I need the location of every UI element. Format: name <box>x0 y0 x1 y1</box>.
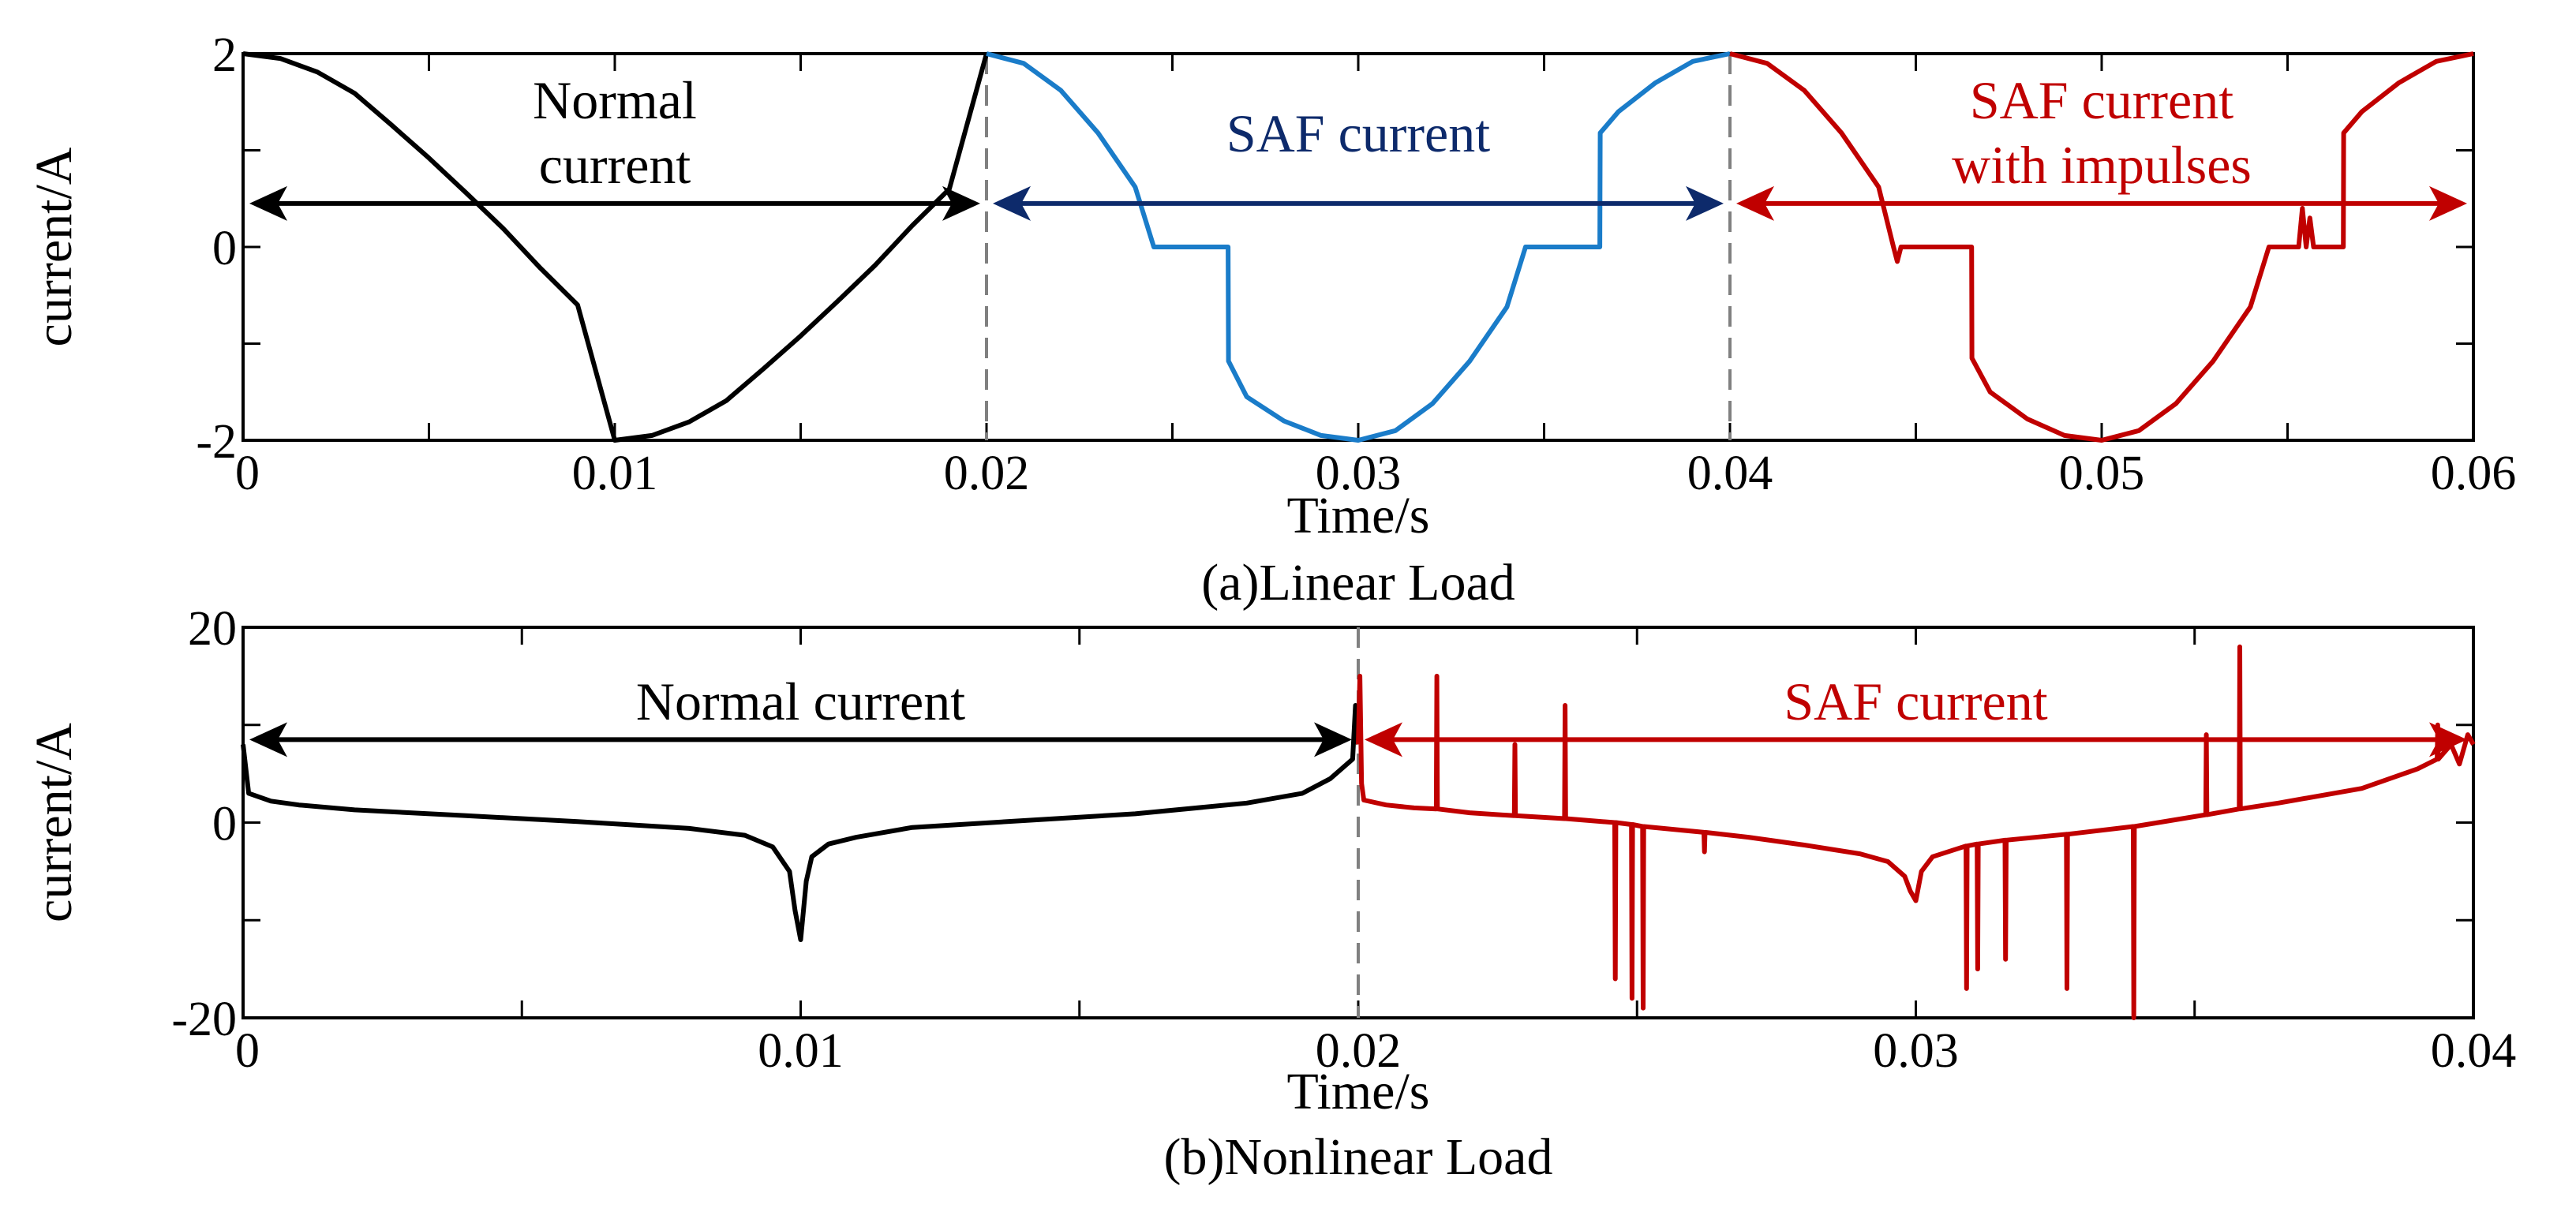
y-tick-label: -2 <box>196 415 237 469</box>
x-axis-label: Time/s <box>1287 1063 1430 1120</box>
annotation-arrowhead-left <box>249 722 287 757</box>
x-tick-label: 0.04 <box>1687 447 1773 500</box>
y-axis-label: current/A <box>25 147 83 346</box>
annotation-label: current <box>539 135 691 195</box>
series-line-0 <box>241 703 1361 942</box>
x-tick-label: 0.03 <box>1873 1024 1959 1078</box>
y-tick-label: 2 <box>212 28 237 82</box>
chart-caption: (a)Linear Load <box>1201 554 1515 612</box>
annotation-arrowhead-right <box>2429 185 2467 221</box>
annotation-arrowhead-left <box>1736 185 1774 221</box>
series-line-1 <box>986 51 1731 443</box>
x-axis-label: Time/s <box>1287 487 1430 544</box>
series-line-1 <box>1356 644 2476 1020</box>
y-tick-label: 0 <box>212 222 237 275</box>
annotation-arrowhead-right <box>2429 722 2467 757</box>
x-tick-label: 0.06 <box>2431 447 2517 500</box>
x-tick-label: 0.01 <box>758 1024 844 1078</box>
annotation-label: SAF current <box>1226 103 1490 163</box>
annotation-label: with impulses <box>1952 135 2252 195</box>
x-tick-label: 0 <box>235 447 260 500</box>
annotation-arrowhead-right <box>1686 185 1724 221</box>
annotation-label: Normal current <box>636 671 965 731</box>
annotation-arrowhead-left <box>249 185 287 221</box>
annotation-arrowhead-right <box>1314 722 1352 757</box>
annotation-label: SAF current <box>1784 671 2047 731</box>
annotation-label: SAF current <box>1970 70 2233 130</box>
y-tick-label: -20 <box>171 993 237 1046</box>
x-tick-label: 0.02 <box>1316 1024 1402 1078</box>
y-axis-label: current/A <box>25 723 83 922</box>
x-tick-label: 0.01 <box>572 447 658 500</box>
series-line-2 <box>1729 51 2474 443</box>
annotation-arrowhead-left <box>1365 722 1402 757</box>
annotation-arrowhead-left <box>993 185 1031 221</box>
x-tick-label: 0.04 <box>2431 1024 2517 1078</box>
series-line-0 <box>242 51 989 443</box>
annotation-label: Normal <box>533 70 697 130</box>
x-tick-label: 0.05 <box>2059 447 2145 500</box>
y-tick-label: 0 <box>212 798 237 851</box>
y-tick-label: 20 <box>188 602 237 656</box>
x-tick-label: 0 <box>235 1024 260 1078</box>
x-tick-label: 0.03 <box>1316 447 1402 500</box>
annotation-arrowhead-right <box>942 185 980 221</box>
chart-caption: (b)Nonlinear Load <box>1164 1128 1553 1186</box>
x-tick-label: 0.02 <box>944 447 1030 500</box>
